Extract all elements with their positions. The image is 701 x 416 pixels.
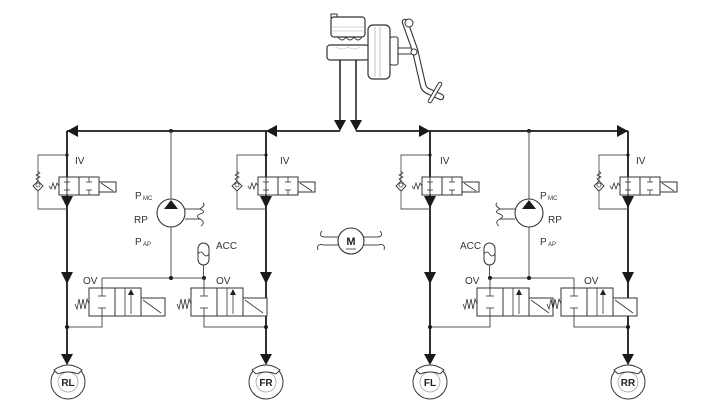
- inlet-valve-rl: IV: [32, 153, 117, 210]
- brake-pedal: [401, 18, 445, 104]
- wheel-label-fl: FL: [424, 378, 436, 389]
- wheel-branch-fr: [260, 131, 272, 365]
- mc-outlet-arrow-1: [334, 120, 346, 131]
- pump-labels-left: P MC RP P AP: [134, 191, 153, 248]
- inlet-valve-fr: IV: [231, 153, 316, 210]
- svg-text:P: P: [135, 237, 142, 248]
- flow-arrow-fr: [266, 125, 277, 137]
- wheel-rl: RL: [50, 364, 86, 400]
- outlet-valve-fr: OV: [176, 276, 268, 329]
- svg-text:P: P: [540, 237, 547, 248]
- wheel-label-rl: RL: [61, 378, 74, 389]
- outlet-valve-rl: OV: [65, 276, 166, 329]
- rp-label-right: RP: [548, 215, 562, 226]
- inlet-valve-rr: IV: [593, 153, 678, 210]
- outlet-valve-rr: OV: [546, 276, 638, 329]
- iv-label-fr: IV: [280, 156, 290, 167]
- wheel-fr: FR: [248, 364, 284, 400]
- ov-label-rr: OV: [584, 276, 599, 287]
- wheel-rr: RR: [610, 364, 646, 400]
- wheel-fl: FL: [412, 364, 448, 400]
- ov-label-rl: OV: [83, 276, 98, 287]
- svg-text:MC: MC: [548, 196, 558, 202]
- svg-text:AP: AP: [143, 242, 151, 248]
- wheel-branch-fl: [424, 131, 436, 365]
- brake-booster: [367, 24, 414, 80]
- acc-label-left: ACC: [216, 241, 237, 252]
- svg-text:AP: AP: [548, 242, 556, 248]
- rp-label-left: RP: [134, 215, 148, 226]
- flow-arrow-rl: [67, 125, 78, 137]
- master-cylinder: [326, 13, 370, 61]
- iv-label-rl: IV: [75, 156, 85, 167]
- svg-text:P: P: [135, 191, 142, 202]
- wheel-label-fr: FR: [259, 378, 273, 389]
- return-pump-left: [156, 131, 205, 278]
- inlet-valve-fl: IV: [395, 153, 480, 210]
- wheel-branch-rl: [61, 131, 73, 365]
- acc-label-right: ACC: [460, 241, 481, 252]
- ov-label-fl: OV: [465, 276, 480, 287]
- flow-arrow-fl: [419, 125, 430, 137]
- mc-outlet-arrow-2: [350, 120, 362, 131]
- flow-arrow-rr: [617, 125, 628, 137]
- motor-label: M: [346, 236, 355, 248]
- iv-label-rr: IV: [636, 156, 646, 167]
- svg-text:MC: MC: [143, 196, 153, 202]
- accumulator-left: ACC: [197, 241, 237, 278]
- outlet-valve-fl: OV: [428, 276, 554, 329]
- return-pump-right: [495, 131, 544, 278]
- svg-text:P: P: [540, 191, 547, 202]
- accumulator-right: ACC: [460, 241, 496, 278]
- ov-label-fr: OV: [216, 276, 231, 287]
- wheel-label-rr: RR: [621, 378, 636, 389]
- pump-labels-right: P MC RP P AP: [540, 191, 562, 248]
- pump-motor: M: [317, 227, 385, 255]
- iv-label-fl: IV: [440, 156, 450, 167]
- wheel-branch-rr: [622, 131, 634, 365]
